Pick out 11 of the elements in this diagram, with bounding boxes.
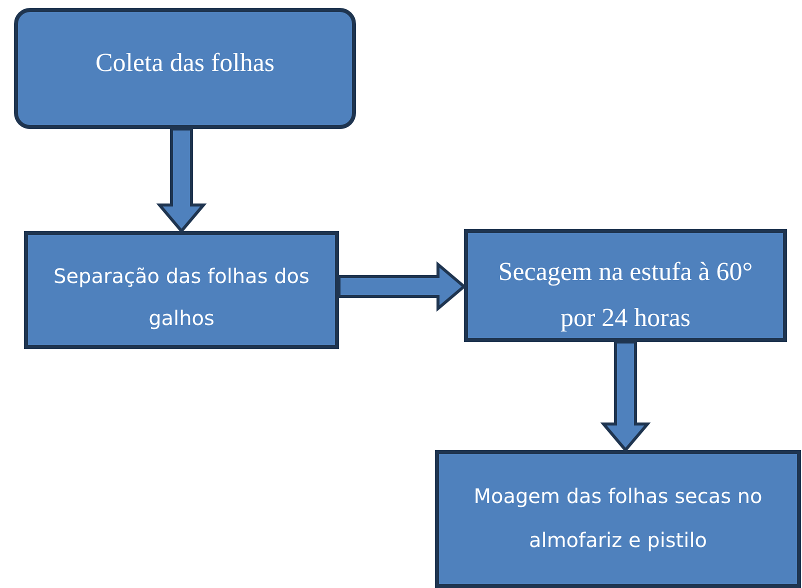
- process-box: [14, 8, 356, 129]
- process-box: [24, 231, 339, 349]
- block-arrow: [600, 340, 651, 452]
- step-text: Secagem na estufa à 60° por 24 horas: [497, 256, 754, 334]
- process-box: [435, 450, 801, 588]
- block-arrow: [338, 261, 466, 312]
- step-text: Separação das folhas dos galhos: [52, 263, 310, 332]
- step-text: Moagem das folhas secas no almofariz e pistilo: [472, 483, 764, 554]
- block-arrow: [156, 128, 207, 234]
- step-text: Coleta das folhas: [94, 47, 276, 79]
- process-box: [464, 229, 787, 342]
